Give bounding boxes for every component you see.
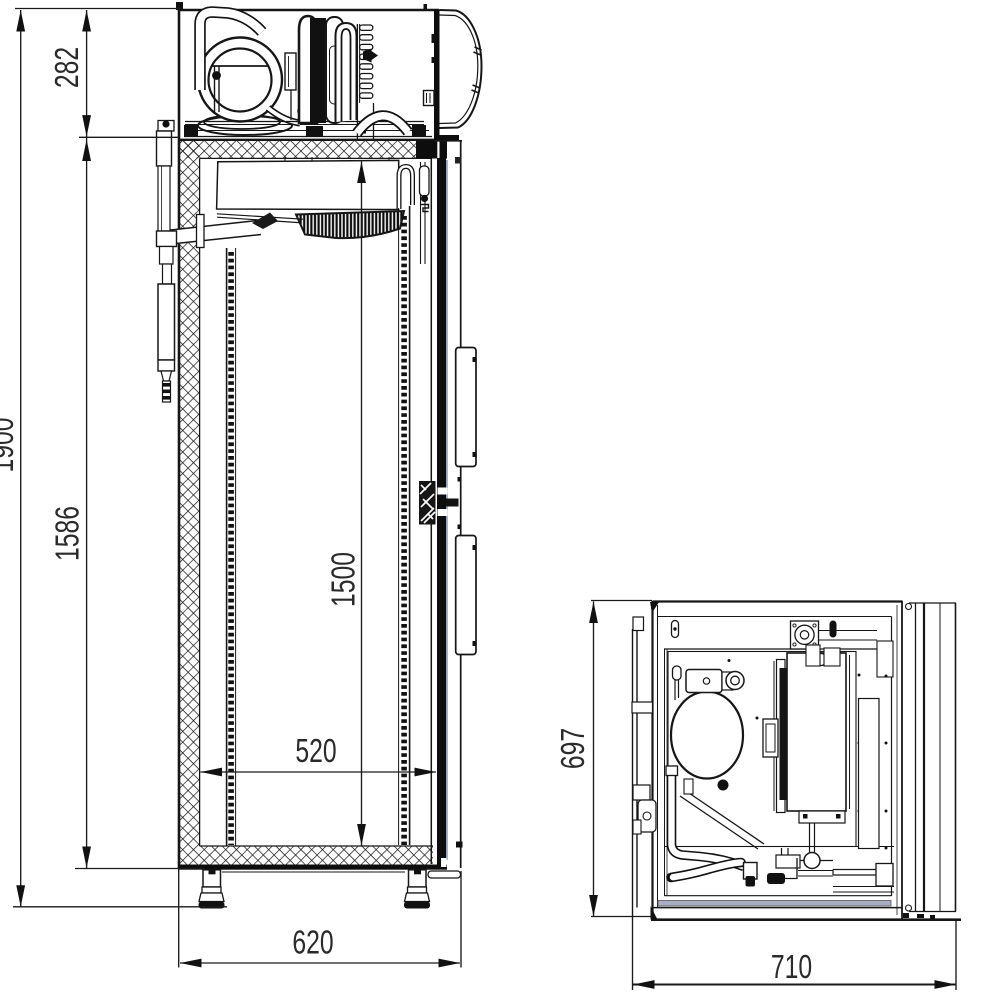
- svg-text:620: 620: [292, 925, 333, 961]
- svg-text:1586: 1586: [50, 506, 86, 561]
- svg-text:520: 520: [295, 734, 336, 770]
- svg-text:697: 697: [556, 728, 592, 769]
- svg-text:282: 282: [50, 47, 86, 88]
- svg-text:710: 710: [771, 950, 812, 986]
- svg-text:1900: 1900: [0, 417, 21, 472]
- svg-text:1500: 1500: [326, 552, 362, 607]
